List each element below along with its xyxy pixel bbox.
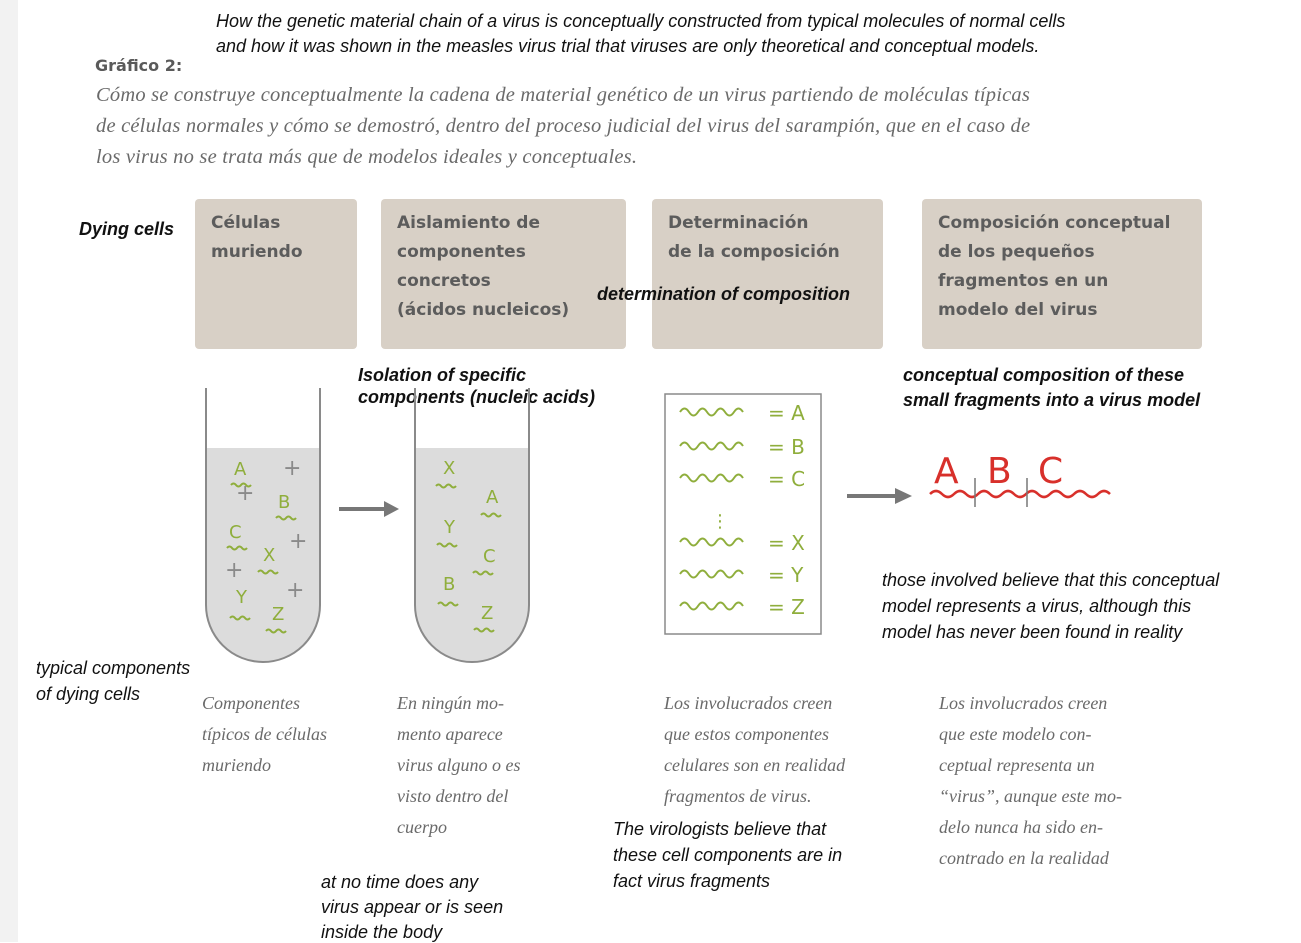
tube2-letter-b: B <box>443 574 455 595</box>
english-model-note-line3: model has never been found in reality <box>882 622 1183 642</box>
figure-label: Gráfico 2: <box>95 56 183 75</box>
english-no-time-line3: inside the body <box>321 922 443 942</box>
spanish-subtitle-line1: Cómo se construye conceptualmente la cad… <box>96 84 1031 106</box>
spanish-subtitle-line2: de células normales y cómo se demostró, … <box>96 115 1031 137</box>
tube1-letter-a: A <box>234 459 247 480</box>
english-typical-line1: typical components <box>36 658 191 678</box>
caption-no-virus-appears: En ningún mo- mento aparece virus alguno… <box>397 693 521 837</box>
tube1-letter-x: X <box>263 545 275 566</box>
tube1-letter-b: B <box>278 492 290 513</box>
model-wave <box>929 489 1111 499</box>
tube2-letter-z: Z <box>481 603 493 624</box>
english-title-line2: and how it was shown in the measles viru… <box>216 36 1040 56</box>
model-letter-c: C <box>1038 451 1063 492</box>
stage-box-isolation: Aislamiento de componentes concretos (ác… <box>381 199 626 349</box>
english-model-note-line1: those involved believe that this concept… <box>882 570 1220 590</box>
tube2-letter-x: X <box>443 458 455 479</box>
stage-box-dying-cells: Células muriendo <box>195 199 357 349</box>
tube2-letter-a: A <box>486 487 499 508</box>
key-row-wave <box>679 473 744 483</box>
key-box-border <box>664 393 822 635</box>
caption-conceptual-model: Los involucrados creen que este modelo c… <box>939 693 1122 868</box>
composition-key-box: = A = B = C = X = Y = Z ⋮ <box>664 393 822 635</box>
arrow-2 <box>847 488 912 504</box>
key-row-wave <box>679 569 744 579</box>
tube1-plus: + <box>286 578 304 603</box>
stage-box-conceptual-composition: Composición conceptual de los pequeños f… <box>922 199 1202 349</box>
english-dying-cells: Dying cells <box>79 219 175 239</box>
tube1-plus: + <box>289 529 307 554</box>
tube2-outline <box>414 388 530 663</box>
key-row-label: = Y <box>768 563 804 587</box>
spanish-subtitle-line3: los virus no se trata más que de modelos… <box>96 146 638 168</box>
english-no-time-line2: virus appear or is seen <box>321 897 504 917</box>
tube1-plus: + <box>225 558 243 583</box>
tube1-letter-z: Z <box>272 604 284 625</box>
english-virologists-line1: The virologists believe that <box>613 819 827 839</box>
tube2-liquid <box>415 448 529 662</box>
key-row-wave <box>679 407 744 417</box>
english-virologists-line3: fact virus fragments <box>613 871 771 891</box>
model-letter-a: A <box>934 451 959 492</box>
key-row-wave <box>679 441 744 451</box>
test-tube-dying-cells: A + + B C + X + + Y Z <box>205 388 321 663</box>
tube2-letter-y: Y <box>443 517 456 538</box>
tube1-plus: + <box>283 456 301 481</box>
english-conceptual-line1: conceptual composition of these <box>903 365 1185 385</box>
english-isolation-line2: components (nucleic acids) <box>358 387 596 407</box>
tube2-letter-c: C <box>483 546 496 567</box>
key-row-label: = B <box>768 435 805 459</box>
caption-cell-components-fragments: Los involucrados creen que estos compone… <box>664 693 846 806</box>
tube1-liquid <box>206 448 320 662</box>
english-virologists-line2: these cell components are in <box>613 845 843 865</box>
english-no-time-line1: at no time does any <box>321 872 479 892</box>
english-isolation-line1: Isolation of specific <box>358 365 527 385</box>
tube1-letter-y: Y <box>235 587 248 608</box>
english-conceptual-line2: small fragments into a virus model <box>903 390 1201 410</box>
model-letter-b: B <box>987 451 1012 492</box>
key-row-label: = A <box>768 401 805 425</box>
english-determination: determination of composition <box>597 284 851 304</box>
key-vertical-dots: ⋮ <box>711 511 729 532</box>
left-margin-strip <box>0 0 18 942</box>
tube1-outline <box>205 388 321 663</box>
english-typical-line2: of dying cells <box>36 684 141 704</box>
key-row-label: = X <box>768 531 805 555</box>
english-model-note-line2: model represents a virus, although this <box>882 596 1192 616</box>
key-row-label: = C <box>768 467 805 491</box>
arrow-1 <box>339 501 399 517</box>
key-row-wave <box>679 601 744 611</box>
english-title-line1: How the genetic material chain of a viru… <box>216 11 1066 31</box>
test-tube-isolation: X A Y C B Z <box>414 388 530 663</box>
key-row-label: = Z <box>768 595 805 619</box>
tube1-plus: + <box>236 481 254 506</box>
tube1-letter-c: C <box>229 522 242 543</box>
virus-model: A B C <box>929 451 1111 507</box>
stage-box-determination: Determinación de la composición <box>652 199 883 349</box>
key-row-wave <box>679 537 744 547</box>
caption-typical-components: Componentes típicos de células muriendo <box>202 693 327 775</box>
